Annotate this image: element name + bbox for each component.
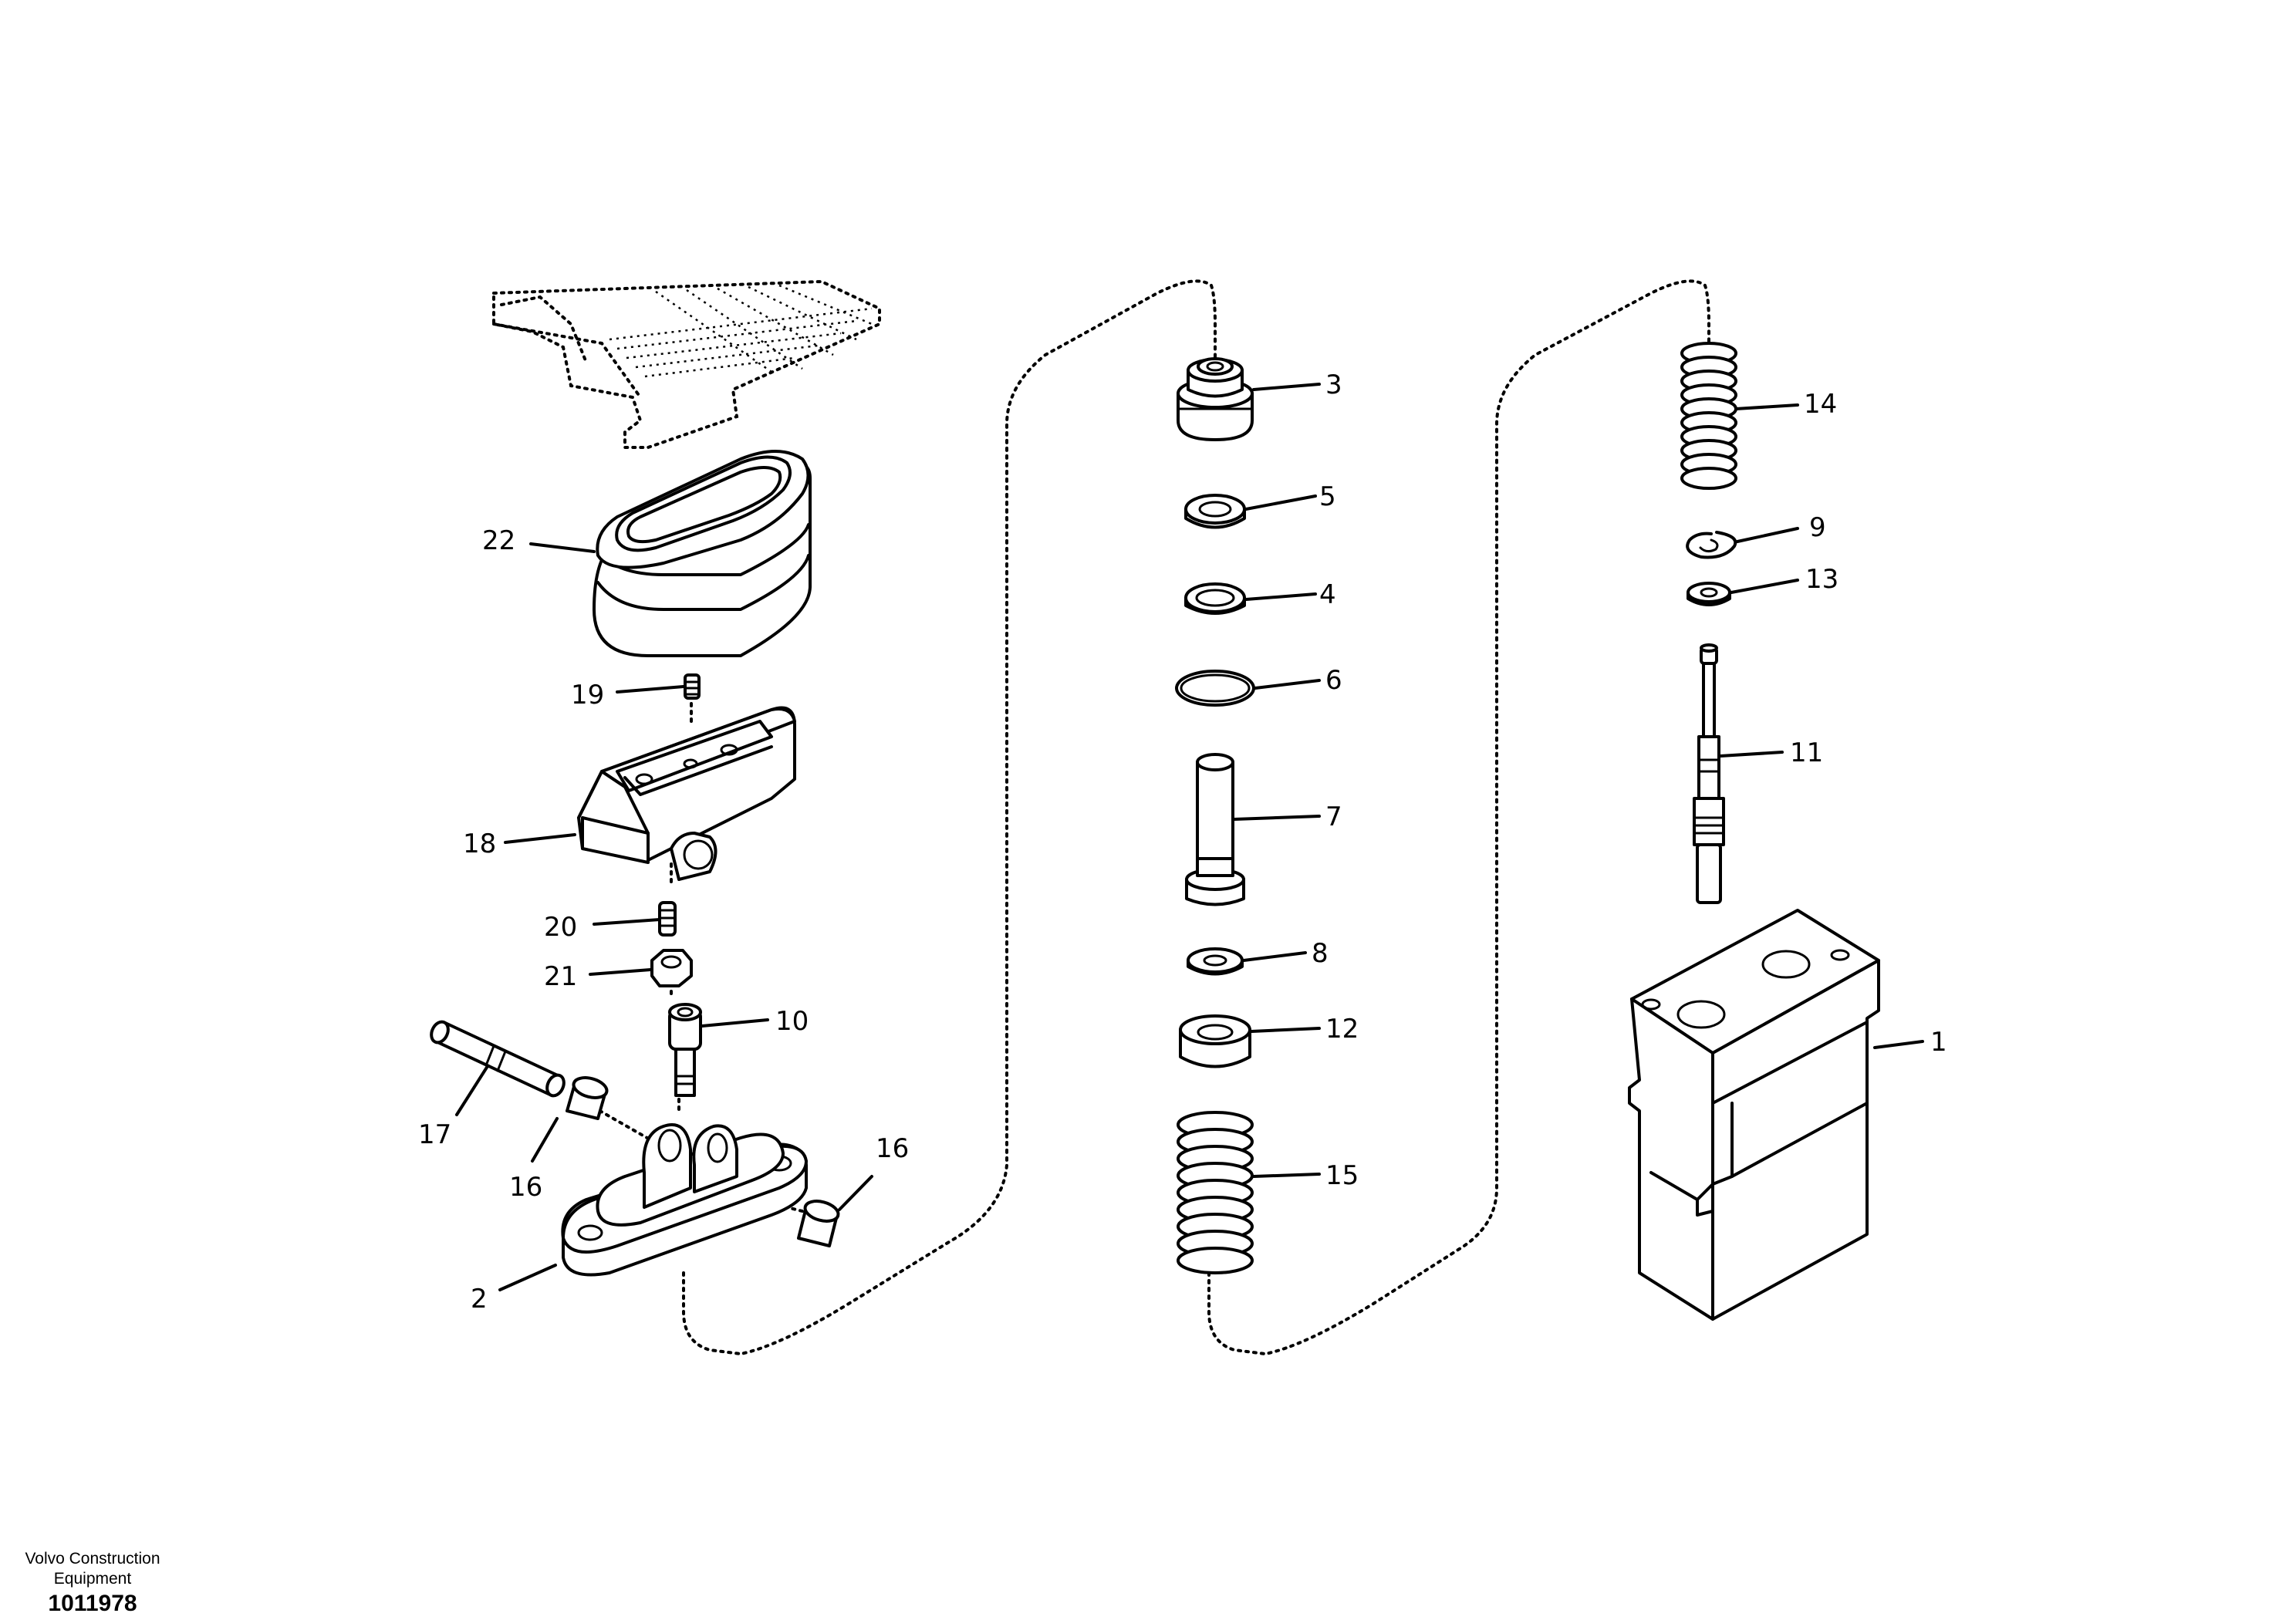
pedal-outline: [492, 279, 881, 449]
part-14-spring: [1680, 342, 1737, 490]
callout-16-left: 16: [509, 1172, 542, 1203]
part-2-base-bracket: [561, 1123, 808, 1277]
part-6-o-ring: [1175, 670, 1255, 707]
callout-21: 21: [544, 961, 577, 992]
callout-6: 6: [1325, 665, 1342, 696]
callout-4: 4: [1319, 579, 1336, 610]
leader-lines: [455, 383, 1924, 1291]
callout-10: 10: [775, 1006, 809, 1037]
callout-11: 11: [1790, 737, 1823, 768]
callout-7: 7: [1325, 802, 1342, 832]
callout-18: 18: [463, 829, 496, 859]
part-16-bushing-left: [566, 1076, 609, 1120]
part-4-washer: [1184, 582, 1246, 615]
callout-13: 13: [1805, 564, 1838, 595]
part-17-pin: [430, 1020, 566, 1098]
part-12-spring-seat: [1179, 1014, 1251, 1068]
part-21-nut: [650, 949, 693, 987]
part-20-adjusting-screw: [658, 901, 677, 937]
callout-8: 8: [1312, 938, 1329, 969]
callout-15: 15: [1325, 1160, 1359, 1191]
callout-1: 1: [1930, 1027, 1947, 1058]
part-10-bolt: [668, 1003, 702, 1097]
part-18-cam-block: [577, 706, 796, 881]
callout-16-right: 16: [876, 1133, 909, 1164]
callout-19: 19: [571, 680, 604, 710]
callout-2: 2: [471, 1284, 488, 1315]
callout-22: 22: [482, 525, 515, 556]
callout-20: 20: [544, 912, 577, 943]
part-13-washer: [1687, 582, 1731, 606]
part-22-boot: [593, 450, 812, 657]
part-1-valve-body: [1628, 909, 1880, 1321]
part-19-set-screw: [684, 673, 701, 700]
callout-3: 3: [1325, 370, 1342, 400]
part-8-washer: [1187, 947, 1244, 976]
callout-14: 14: [1804, 389, 1837, 420]
part-5-seal: [1184, 494, 1246, 529]
part-15-spring: [1177, 1111, 1254, 1274]
part-11-spool: [1693, 643, 1725, 904]
drawing-number: 1011978: [48, 1591, 137, 1616]
part-7-plunger: [1185, 753, 1245, 906]
part-16-bushing-right: [797, 1200, 840, 1247]
callout-9: 9: [1809, 512, 1826, 543]
callout-5: 5: [1319, 481, 1336, 512]
callout-labels: 1 2 3 4 5 6 7 8 9 10 11 12 13 14 15 16 1…: [418, 370, 1947, 1315]
callout-17: 17: [418, 1119, 451, 1150]
callout-12: 12: [1325, 1014, 1359, 1045]
company-name: Volvo Construction Equipment: [25, 1550, 160, 1588]
part-9-clip: [1686, 531, 1737, 559]
part-3-plug: [1177, 357, 1254, 441]
